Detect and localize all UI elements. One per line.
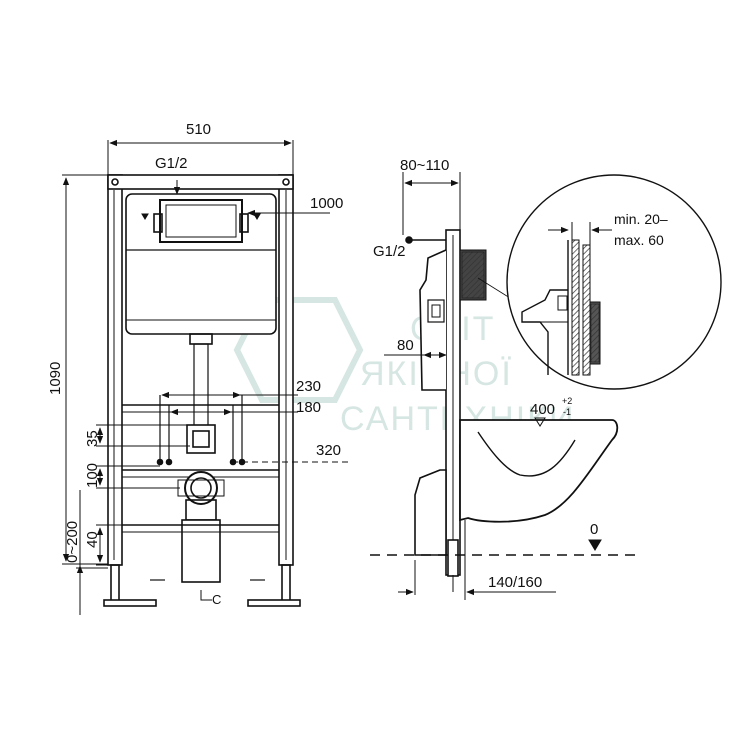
watermark-logo-icon [233, 297, 364, 403]
height-label: 1090 [47, 362, 64, 395]
spacing-outer-label: 230 [296, 378, 321, 395]
offset-35-label: 35 [84, 430, 101, 447]
depth-label: 80~110 [400, 157, 449, 174]
pipe-height-label: 320 [316, 442, 341, 459]
seat-tolerance-minus: -1 [563, 407, 571, 417]
front-view [62, 139, 348, 615]
spacing-inner-label: 180 [296, 399, 321, 416]
section-mark: C [212, 592, 221, 607]
offset-40-label: 40 [84, 531, 101, 548]
projection-label: 140/160 [488, 574, 542, 591]
wall-thickness-min: min. 20– [614, 211, 668, 227]
floor-level-label: 0 [590, 521, 598, 538]
seat-tolerance-plus: +2 [562, 396, 572, 406]
offset-100-label: 100 [84, 463, 101, 488]
side-view [370, 172, 640, 600]
width-label: 510 [186, 121, 211, 138]
adjust-label: 0~200 [64, 521, 81, 563]
inlet-label-side: G1/2 [373, 243, 406, 260]
wall-detail [506, 174, 722, 390]
depth-80-label: 80 [397, 337, 414, 354]
wall-thickness-max: max. 60 [614, 232, 664, 248]
seat-height-label: 400 [530, 401, 555, 418]
cistern-height-label: 1000 [310, 195, 343, 212]
inlet-label-front: G1/2 [155, 155, 188, 172]
